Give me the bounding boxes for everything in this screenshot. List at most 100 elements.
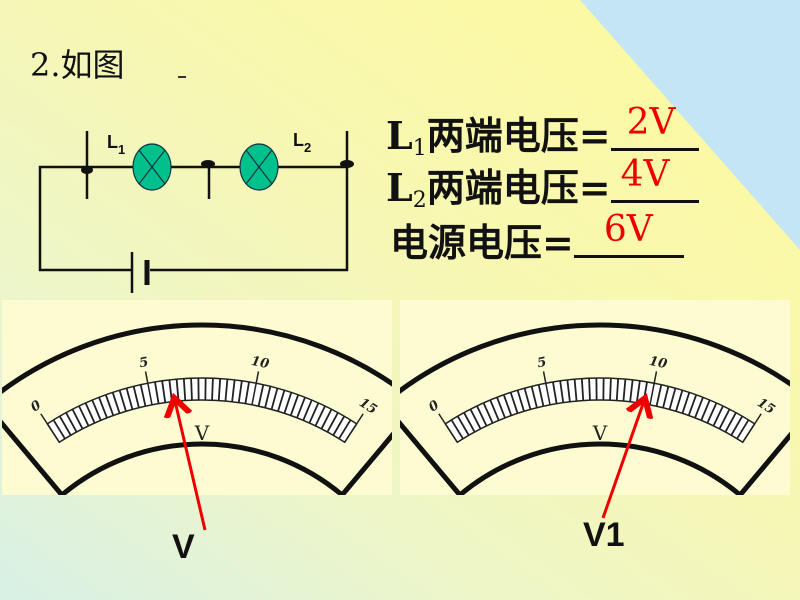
- minor-tick: [231, 379, 236, 402]
- minor-tick: [502, 394, 513, 416]
- minor-tick: [496, 397, 506, 419]
- q-text: 两端电压=: [426, 165, 611, 210]
- minor-tick: [712, 405, 724, 427]
- answer: 2V: [626, 102, 676, 143]
- minor-tick: [516, 389, 525, 412]
- major-tick: [344, 413, 364, 443]
- scale-label: 5: [536, 355, 548, 371]
- answer: 4V: [620, 154, 670, 195]
- minor-tick: [125, 387, 134, 410]
- minor-tick: [469, 408, 482, 430]
- scale-label: 0: [28, 398, 44, 416]
- q-text: 两端电压=: [426, 113, 611, 158]
- q-text: 电源电压=: [390, 220, 574, 265]
- minor-tick: [78, 405, 90, 427]
- minor-tick: [687, 394, 698, 416]
- minor-tick: [52, 419, 66, 440]
- minor-tick: [320, 408, 333, 430]
- minor-tick: [463, 412, 476, 433]
- minor-tick: [71, 408, 84, 430]
- minor-tick: [730, 415, 744, 436]
- scale-label: 5: [138, 355, 150, 371]
- minor-tick: [573, 379, 578, 402]
- unit-label: V: [194, 421, 210, 445]
- minor-tick: [489, 399, 500, 421]
- minor-tick: [84, 402, 96, 424]
- minor-tick: [552, 381, 558, 404]
- wire-right: [150, 165, 349, 272]
- meter-label-v: V: [172, 528, 195, 566]
- minor-tick: [338, 419, 352, 440]
- dial-bezel: [2, 322, 392, 495]
- voltmeter-dial-v: 0 5 10 15V: [2, 322, 392, 495]
- scale-label: 10: [648, 354, 669, 372]
- minor-tick: [326, 412, 339, 433]
- minor-tick: [91, 399, 102, 421]
- minor-tick: [706, 402, 718, 424]
- junction-dot: [201, 160, 215, 168]
- minor-tick: [154, 381, 160, 404]
- minor-tick: [118, 389, 127, 412]
- minor-tick: [622, 379, 627, 402]
- minor-tick: [588, 378, 591, 401]
- dash-mark: [178, 76, 186, 78]
- minor-tick: [609, 378, 612, 401]
- lamp-l1-icon: [132, 143, 172, 191]
- junction-dot: [81, 166, 93, 174]
- minor-tick: [530, 386, 538, 408]
- minor-tick: [482, 402, 494, 424]
- minor-tick: [58, 415, 72, 436]
- minor-tick: [675, 389, 684, 412]
- minor-tick: [314, 405, 326, 427]
- minor-tick: [662, 386, 670, 408]
- minor-tick: [296, 397, 306, 419]
- minor-tick: [476, 405, 488, 427]
- minor-tick: [332, 415, 346, 436]
- scale-label: 10: [250, 354, 271, 372]
- question-title: 2.如图: [30, 46, 125, 84]
- minor-tick: [537, 384, 545, 407]
- question-source-voltage: 电源电压=6V: [390, 209, 684, 267]
- answer-blank: 4V: [610, 154, 699, 203]
- lamp-l2-icon: [239, 143, 279, 191]
- minor-tick: [283, 392, 293, 414]
- major-tick: [438, 413, 458, 443]
- minor-tick: [580, 378, 585, 401]
- minor-tick: [244, 381, 250, 404]
- scale-label: 15: [356, 395, 379, 417]
- minor-tick: [98, 397, 108, 419]
- major-tick: [144, 371, 153, 405]
- minor-tick: [270, 387, 279, 410]
- q-sub: 2: [412, 188, 427, 213]
- minor-tick: [139, 384, 147, 407]
- minor-tick: [237, 380, 243, 403]
- minor-tick: [450, 419, 464, 440]
- minor-tick: [615, 378, 620, 401]
- minor-tick: [700, 399, 711, 421]
- minor-tick: [736, 419, 750, 440]
- minor-tick: [566, 379, 571, 402]
- minor-tick: [681, 392, 691, 414]
- minor-tick: [523, 387, 532, 410]
- scale-label: 0: [426, 398, 442, 416]
- lamp-l1-label: L1: [107, 132, 125, 157]
- minor-tick: [718, 408, 731, 430]
- minor-tick: [111, 392, 121, 414]
- major-tick: [742, 413, 762, 443]
- minor-tick: [132, 386, 140, 408]
- unit-label: V: [592, 421, 608, 445]
- minor-tick: [211, 378, 214, 401]
- minor-tick: [264, 386, 272, 408]
- minor-tick: [559, 380, 565, 403]
- junction-dot: [340, 160, 354, 168]
- meter-label-v1: V1: [583, 516, 625, 554]
- q-prefix: L: [386, 113, 413, 158]
- background-corner: [580, 0, 800, 250]
- minor-tick: [302, 399, 313, 421]
- minor-tick: [65, 412, 78, 433]
- minor-tick: [277, 389, 286, 412]
- minor-tick: [655, 384, 663, 407]
